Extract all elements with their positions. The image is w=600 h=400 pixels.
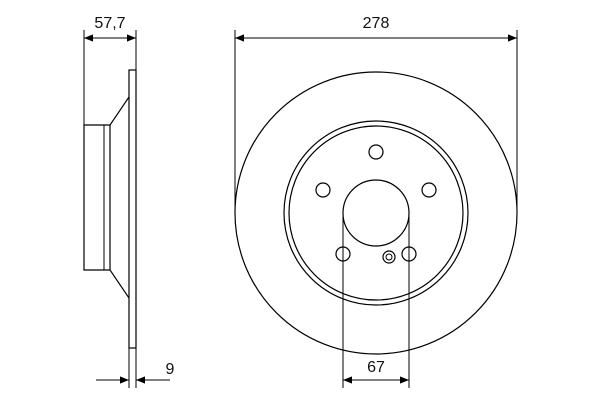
hub-offset-label: 57,7 (94, 15, 125, 32)
bolt-hole-top (368, 144, 384, 160)
side-view: 57,7 9 (83, 15, 175, 388)
front-view: 278 67 (234, 15, 518, 388)
center-bore-circle (342, 179, 410, 247)
disc-plate-profile (128, 69, 137, 349)
hat-inner-circle (288, 125, 464, 301)
outer-diameter-label: 278 (363, 15, 390, 32)
bolt-hole-right (421, 182, 437, 198)
center-bore-label: 67 (367, 359, 385, 376)
bolt-hole-left (315, 182, 331, 198)
hub-flange-profile (109, 96, 130, 299)
outer-rim-circle (234, 71, 518, 355)
thickness-label: 9 (166, 361, 175, 378)
hat-outer-circle (283, 120, 469, 306)
hub-body-profile (83, 124, 110, 271)
locating-screw-thread (385, 253, 393, 261)
locating-screw-hole (382, 250, 396, 264)
